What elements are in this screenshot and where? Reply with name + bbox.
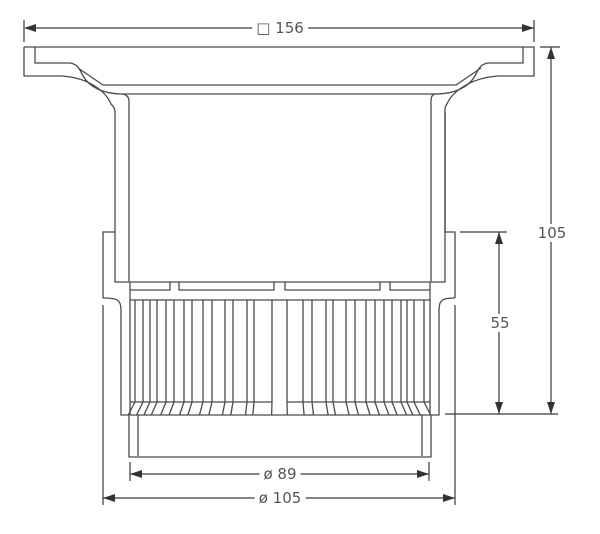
drain-body [23, 46, 535, 458]
body-lower-outline [102, 297, 456, 458]
body-left-top [102, 231, 115, 298]
arrow-icon [24, 24, 36, 32]
grill-fin [365, 300, 371, 416]
grill-fin [345, 300, 350, 416]
dimension-lines [23, 20, 560, 505]
tube-right-outer [431, 112, 446, 283]
arrow-icon [443, 494, 455, 502]
grill-fin [136, 300, 144, 416]
arrow-icon [417, 470, 429, 478]
arrow-icon [130, 470, 142, 478]
grill-fin [143, 300, 151, 416]
grill-fin [187, 300, 193, 416]
grill-fin [168, 300, 175, 416]
grill-fin [354, 300, 360, 416]
dim-label-inner-diameter: ø 89 [259, 465, 301, 483]
grill-slots [130, 282, 430, 291]
grill-fin [332, 300, 337, 416]
flange-left-inner [34, 47, 130, 282]
arrow-icon [103, 494, 115, 502]
grill-fin [198, 300, 204, 416]
arrow-icon [495, 232, 503, 244]
grill-frame [129, 281, 431, 416]
grill-fin [391, 300, 398, 416]
grill-fin [244, 300, 248, 416]
grill-fin [413, 300, 421, 416]
arrow-icon [495, 402, 503, 414]
flange-right-outline [24, 46, 535, 298]
grill-fin [311, 300, 315, 416]
dim-label-flange-width: □ 156 [252, 19, 308, 37]
arrow-icon [547, 402, 555, 414]
grill-fins [127, 300, 432, 416]
body-inner-ring [137, 415, 423, 456]
grill-fin [178, 300, 185, 416]
grill-fin [406, 300, 414, 416]
grill-fin [208, 300, 213, 416]
grill-fin [252, 300, 255, 416]
flange-right-inner [430, 47, 524, 282]
grill-fin [230, 300, 234, 416]
dim-label-total-height: 105 [533, 224, 571, 242]
arrow-icon [522, 24, 534, 32]
flange-chamfer [77, 67, 482, 86]
grill-fin [400, 300, 408, 416]
grill-fin [383, 300, 390, 416]
grill-fin [160, 300, 167, 416]
grill-fin [221, 300, 226, 416]
dim-label-outer-diameter: ø 105 [254, 489, 306, 507]
arrow-icon [547, 47, 555, 59]
grill-fin [150, 300, 158, 416]
grill-fin [325, 300, 329, 416]
flange-left-outline [23, 47, 129, 283]
grill-fin [302, 300, 305, 416]
grill-fin [127, 300, 136, 416]
dim-label-lower-height: 55 [486, 314, 514, 332]
grill-fin [374, 300, 381, 416]
